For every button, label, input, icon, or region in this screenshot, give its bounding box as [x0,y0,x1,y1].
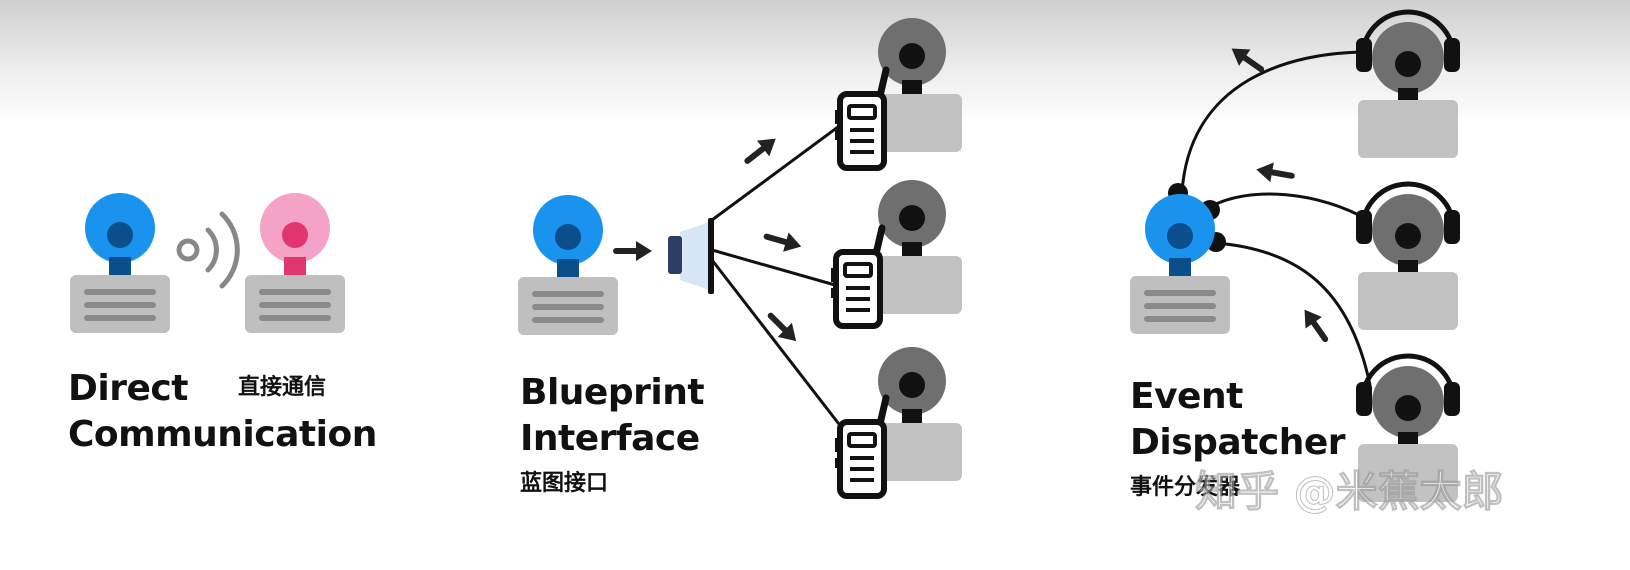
dispatcher-actor-blue [1130,183,1230,334]
walkie-talkie-icon [835,70,886,168]
sender-actor-blue [70,193,170,333]
direct-title-line1: Direct [68,368,188,409]
arrow-icon [764,309,804,349]
arrow-icon [1296,304,1333,345]
dispatcher-section [1130,9,1460,502]
megaphone-icon [668,218,714,294]
direct-title-cn: 直接通信 [238,375,327,400]
arrow-icon [1226,40,1267,77]
dispatcher-title-line2: Dispatcher [1130,422,1346,463]
direct-section [70,193,345,333]
blueprint-title-line2: Interface [520,418,700,459]
dispatcher-title-cn: 事件分发器 [1130,475,1241,500]
blueprint-section [518,18,962,496]
blueprint-title-line1: Blueprint [520,372,705,413]
arrow-icon [616,241,652,261]
receiver-actor-pink [245,193,345,333]
blueprint-title-cn: 蓝图接口 [520,471,609,496]
arrow-icon [764,227,804,256]
walkie-talkie-icon [831,228,882,326]
listener-actor-2 [1356,181,1460,330]
wifi-signal-icon [176,211,240,289]
receiver-actor-3 [862,347,962,481]
listener-actor-1 [1356,9,1460,158]
listener-actor-3 [1356,353,1460,502]
receiver-actor-1 [862,18,962,152]
binding-curves [1180,50,1372,386]
walkie-talkie-icon [835,398,886,496]
arrow-icon [1255,160,1294,186]
dispatcher-title-line1: Event [1130,376,1243,417]
watermark: 知乎 @米蕉太郎 [1195,467,1505,517]
direct-title-line2: Communication [68,414,377,455]
receiver-actor-2 [862,180,962,314]
caller-actor-blue [518,195,618,335]
arrow-icon [741,131,782,169]
broadcast-lines [710,122,844,429]
